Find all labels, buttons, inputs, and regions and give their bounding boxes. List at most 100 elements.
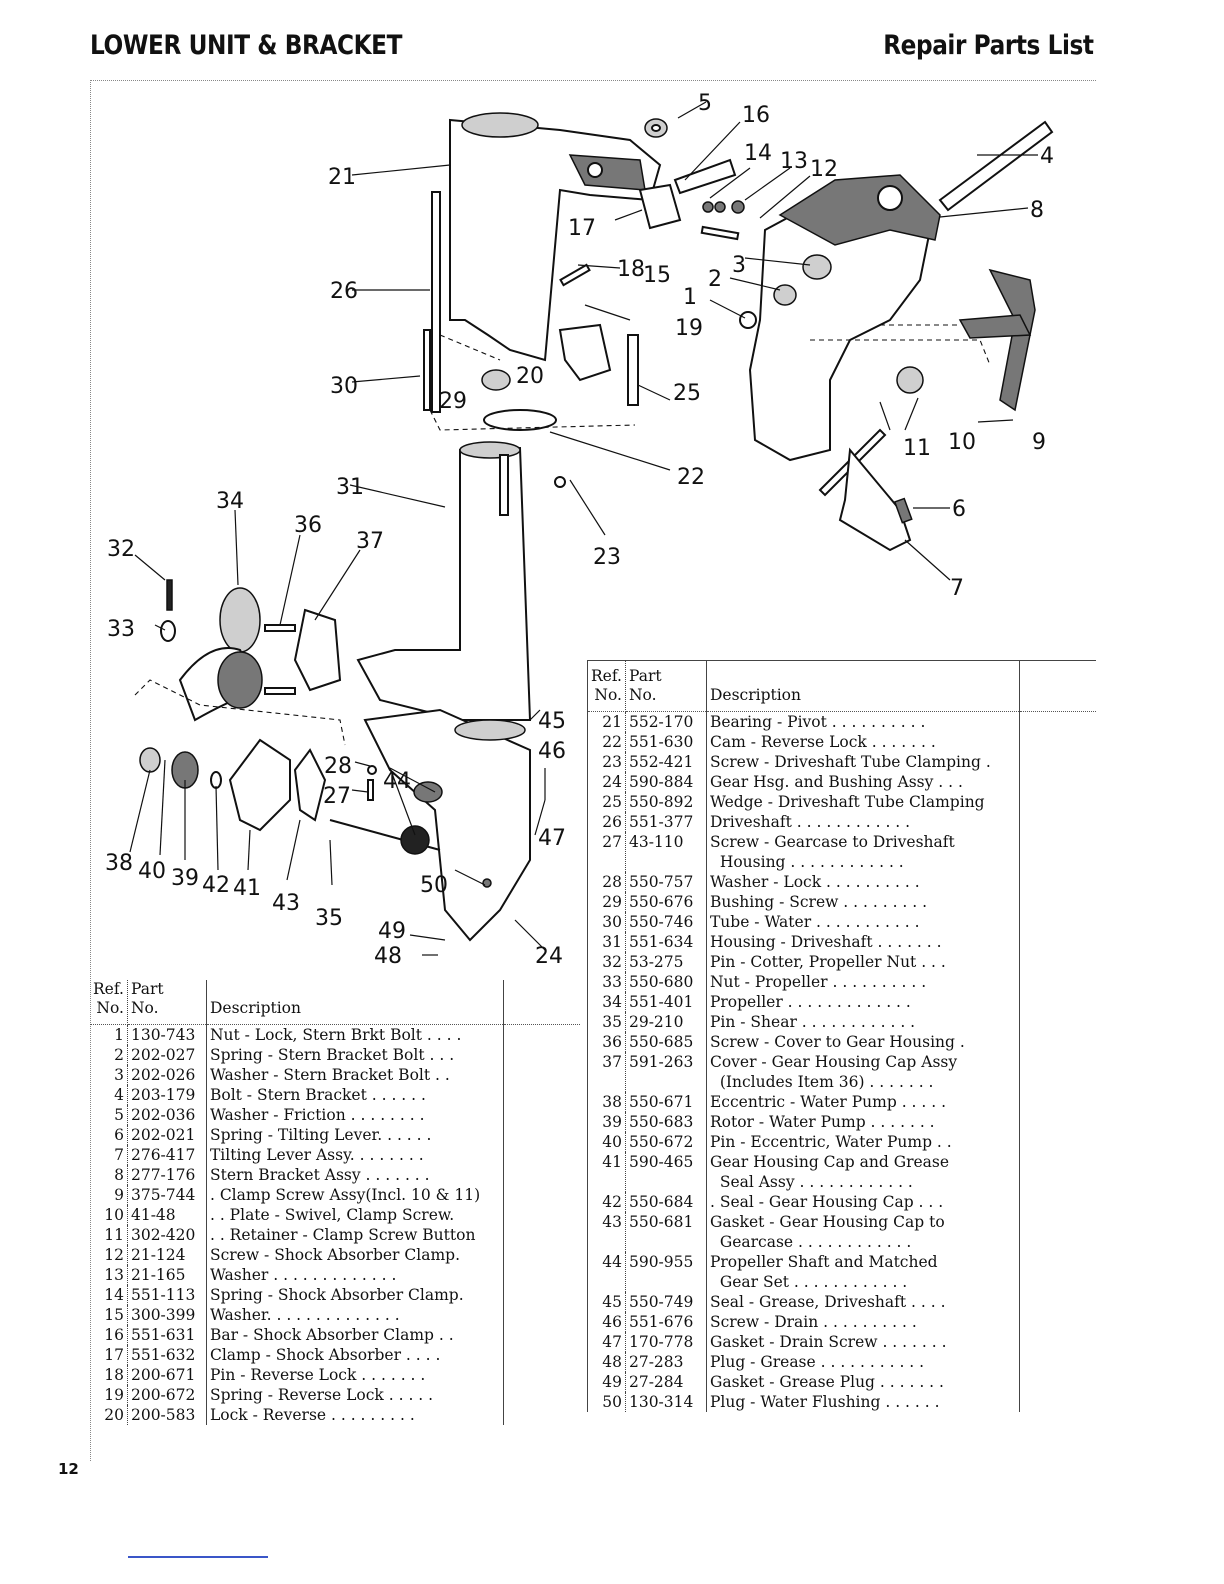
callout-17: 17: [568, 216, 596, 241]
callout-5: 5: [698, 91, 712, 116]
ref-number: 2: [90, 1045, 128, 1065]
part-number: 41-48: [127, 1205, 207, 1225]
ref-number: 8: [90, 1165, 128, 1185]
part-description: Pin - Shear . . . . . . . . . . . .: [706, 1012, 1020, 1032]
callout-13: 13: [780, 149, 808, 174]
part-description: Spring - Reverse Lock . . . . .: [206, 1385, 504, 1405]
part-number: 551-632: [127, 1345, 207, 1365]
part-description: Pin - Cotter, Propeller Nut . . .: [706, 952, 1020, 972]
part-description: Screw - Driveshaft Tube Clamping .: [706, 752, 1020, 772]
part-number: 550-892: [625, 792, 707, 812]
part-number: 200-583: [127, 1405, 207, 1425]
ref-number: 37: [587, 1052, 626, 1092]
ref-number: 26: [587, 812, 626, 832]
part-number: 551-377: [625, 812, 707, 832]
ref-number: 21: [587, 711, 626, 732]
part-number: 550-681: [625, 1212, 707, 1252]
callout-20: 20: [516, 364, 544, 389]
part-description: Nut - Lock, Stern Brkt Bolt . . . .: [206, 1024, 504, 1045]
ref-number: 31: [587, 932, 626, 952]
callout-43: 43: [272, 891, 300, 916]
part-description: . . Retainer - Clamp Screw Button: [206, 1225, 504, 1245]
leader-lines: [129, 101, 1038, 956]
part-number: 550-684: [625, 1192, 707, 1212]
part-description: Bar - Shock Absorber Clamp . .: [206, 1325, 504, 1345]
callout-8: 8: [1030, 198, 1044, 223]
ref-number: 22: [587, 732, 626, 752]
description-header: Description: [206, 980, 504, 1025]
callout-50: 50: [420, 873, 448, 898]
callout-45: 45: [538, 709, 566, 734]
part-number: 550-757: [625, 872, 707, 892]
ref-number: 30: [587, 912, 626, 932]
part-description: Spring - Tilting Lever. . . . . .: [206, 1125, 504, 1145]
part-description: Gear Housing Cap and Grease Seal Assy . …: [706, 1152, 1020, 1192]
part-number: 29-210: [625, 1012, 707, 1032]
gear-housing-illustration: [363, 708, 531, 942]
part-number: 203-179: [127, 1085, 207, 1105]
part-description: Washer - Stern Bracket Bolt . .: [206, 1065, 504, 1085]
part-description: Washer. . . . . . . . . . . . . .: [206, 1305, 504, 1325]
callout-39: 39: [171, 866, 199, 891]
part-description: Gear Hsg. and Bushing Assy . . .: [706, 772, 1020, 792]
exploded-parts-diagram: 1 2 3 4 5 6 7 8 9 10 11 12 13 14 15 16 1…: [105, 91, 1054, 969]
part-description: Gasket - Gear Housing Cap to Gearcase . …: [706, 1212, 1020, 1252]
description-header: Description: [706, 660, 1020, 712]
callout-44: 44: [383, 769, 411, 794]
part-number: 551-676: [625, 1312, 707, 1332]
ref-number: 45: [587, 1292, 626, 1312]
part-number: 552-170: [625, 711, 707, 732]
part-description: Washer - Friction . . . . . . . .: [206, 1105, 504, 1125]
ref-number: 17: [90, 1345, 128, 1365]
part-description: Spring - Stern Bracket Bolt . . .: [206, 1045, 504, 1065]
part-description: Nut - Propeller . . . . . . . . . .: [706, 972, 1020, 992]
callout-3: 3: [732, 253, 746, 278]
part-description: Clamp - Shock Absorber . . . .: [206, 1345, 504, 1365]
callout-16: 16: [742, 103, 770, 128]
ref-number: 42: [587, 1192, 626, 1212]
ref-number: 10: [90, 1205, 128, 1225]
ref-number: 40: [587, 1132, 626, 1152]
callout-41: 41: [233, 876, 261, 901]
part-description: Screw - Cover to Gear Housing .: [706, 1032, 1020, 1052]
callout-7: 7: [950, 576, 964, 601]
part-description: . Clamp Screw Assy(Incl. 10 & 11): [206, 1185, 504, 1205]
part-description: Plug - Water Flushing . . . . . .: [706, 1392, 1020, 1412]
ref-number: 14: [90, 1285, 128, 1305]
callout-38: 38: [105, 851, 133, 876]
callout-46: 46: [538, 739, 566, 764]
part-number: 550-749: [625, 1292, 707, 1312]
part-number: 202-036: [127, 1105, 207, 1125]
part-description: Pin - Eccentric, Water Pump . .: [706, 1132, 1020, 1152]
part-number: 202-026: [127, 1065, 207, 1085]
part-number: 551-631: [127, 1325, 207, 1345]
part-description: Pin - Reverse Lock . . . . . . .: [206, 1365, 504, 1385]
ref-number: 46: [587, 1312, 626, 1332]
part-description: Wedge - Driveshaft Tube Clamping: [706, 792, 1020, 812]
part-description: Housing - Driveshaft . . . . . . .: [706, 932, 1020, 952]
ref-number: 47: [587, 1332, 626, 1352]
callout-26: 26: [330, 279, 358, 304]
page-number: 12: [58, 1460, 79, 1478]
